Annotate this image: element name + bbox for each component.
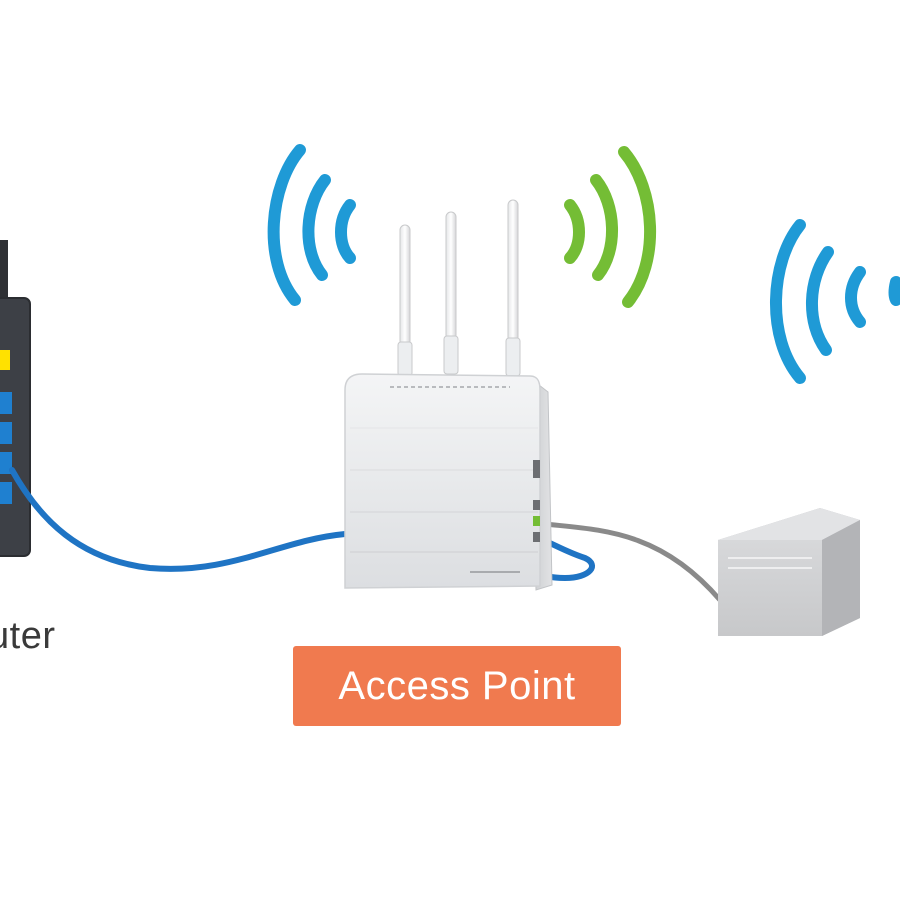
antenna [505, 199, 521, 377]
router-port-yellow [0, 350, 10, 370]
antenna [443, 211, 459, 375]
access-point-label-badge: Access Point [293, 646, 621, 726]
router-device-icon [0, 240, 31, 557]
access-point-label: Access Point [338, 663, 576, 708]
router-port [0, 392, 12, 414]
ap-port [533, 500, 540, 510]
router-port [0, 422, 12, 444]
client-box-icon [718, 508, 860, 636]
ap-port [533, 532, 540, 542]
wifi-signal-icon [267, 144, 356, 306]
router-port [0, 482, 12, 504]
ethernet-cable-ap-to-client [542, 521, 723, 603]
wifi-signal-icon [564, 146, 656, 308]
router-label: uter [0, 615, 56, 657]
wifi-signal-icon [770, 219, 900, 384]
ap-port [533, 460, 540, 478]
ap-port [533, 516, 540, 526]
antenna [397, 224, 413, 377]
router-port [0, 452, 12, 474]
access-point-device-icon [344, 199, 553, 591]
